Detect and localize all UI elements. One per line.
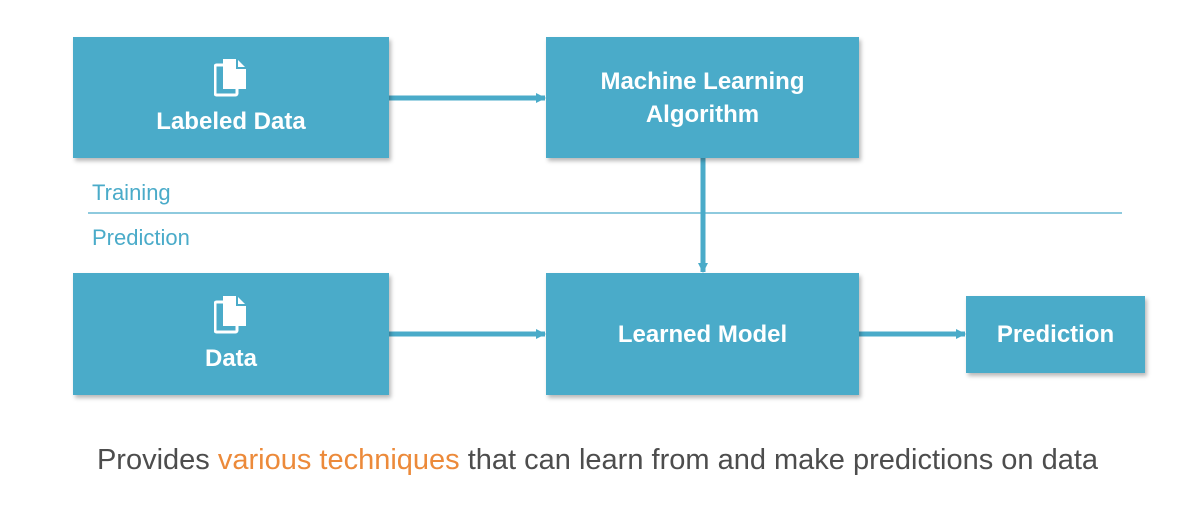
caption: Provides various techniques that can lea… xyxy=(0,444,1195,477)
learned-model-box: Learned Model xyxy=(546,273,859,395)
document-icon xyxy=(214,59,246,97)
labeled-data-label: Labeled Data xyxy=(156,108,306,135)
ml-algorithm-box: Machine Learning Algorithm xyxy=(546,37,859,158)
caption-highlight: various techniques xyxy=(217,444,460,476)
data-box: Data xyxy=(73,273,389,395)
caption-text-after: that can learn from and make predictions… xyxy=(459,444,1099,476)
ml-algorithm-label: Machine Learning Algorithm xyxy=(600,67,805,128)
prediction-phase-label: Prediction xyxy=(92,225,190,250)
prediction-box: Prediction xyxy=(966,296,1145,373)
labeled-data-box: Labeled Data xyxy=(73,37,389,158)
document-icon xyxy=(214,295,246,333)
training-phase-label: Training xyxy=(92,180,171,205)
learned-model-label: Learned Model xyxy=(617,320,788,348)
prediction-label: Prediction xyxy=(996,321,1115,348)
caption-text-before: Provides xyxy=(96,444,218,476)
data-label: Data xyxy=(204,344,258,372)
